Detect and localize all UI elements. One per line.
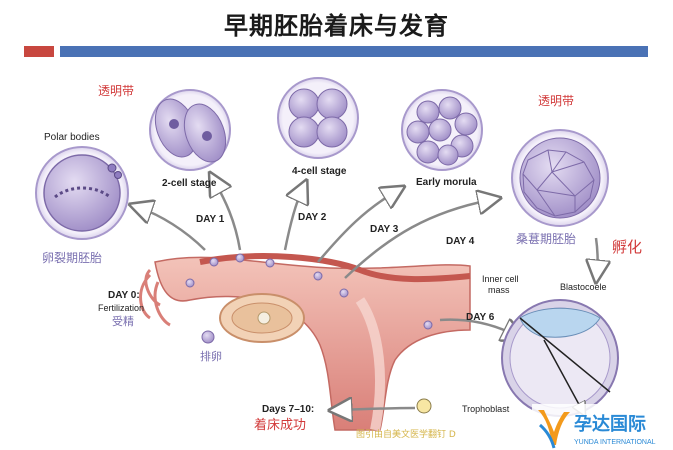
blastocoele-label: Blastocoele — [560, 282, 607, 292]
inner-cell-mass-label-2: mass — [488, 285, 510, 295]
header-accent-red — [24, 46, 54, 57]
fertilization-label: Fertilization — [98, 303, 144, 313]
zona-label-right: 透明带 — [538, 94, 574, 108]
trophoblast-label: Trophoblast — [462, 404, 510, 414]
day1-label: DAY 1 — [196, 214, 225, 225]
day4-label: DAY 4 — [446, 236, 475, 247]
blastocyst — [501, 299, 619, 416]
inner-cell-mass-label-1: Inner cell — [482, 274, 519, 284]
diagram-labels: 透明带 Polar bodies 卵裂期胚胎 2-cell stage 4-ce… — [42, 84, 642, 440]
early-morula — [401, 89, 483, 171]
cleavage-stage-label: 卵裂期胚胎 — [42, 251, 102, 265]
morula-embryo — [511, 129, 609, 227]
uterus-illustration — [139, 253, 471, 431]
ovulated-egg — [201, 330, 215, 344]
hatching-label: 孵化 — [612, 238, 642, 256]
two-cell-label: 2-cell stage — [162, 178, 217, 189]
day6-label: DAY 6 — [466, 312, 495, 323]
day2-label: DAY 2 — [298, 212, 327, 223]
implanted-embryo — [416, 398, 432, 414]
fertilization-cn-label: 受精 — [112, 315, 134, 328]
day0-label: DAY 0: — [108, 290, 140, 301]
header-accent-blue — [60, 46, 648, 57]
logo-subtitle: YUNDA INTERNATIONAL — [574, 439, 656, 446]
four-cell-embryo — [277, 77, 359, 159]
ovulation-label: 排卵 — [200, 349, 222, 363]
stage-arrows — [140, 182, 598, 410]
early-morula-label: Early morula — [416, 177, 477, 188]
zona-label-left: 透明带 — [98, 84, 134, 98]
yunda-logo: 孕达国际 YUNDA INTERNATIONAL — [532, 404, 673, 450]
logo-mark-icon — [538, 410, 570, 445]
four-cell-label: 4-cell stage — [292, 166, 347, 177]
watermark-text: 图引由自美文医学翻钉 D — [356, 428, 456, 440]
two-cell-embryo — [149, 89, 231, 171]
morula-stage-label: 桑葚期胚胎 — [516, 232, 576, 246]
page-title: 早期胚胎着床与发育 — [224, 12, 449, 40]
day3-label: DAY 3 — [370, 224, 399, 235]
implantation-cn-label: 着床成功 — [254, 417, 306, 433]
zygote-cell — [35, 146, 129, 240]
logo-name: 孕达国际 — [574, 413, 646, 435]
polar-bodies-label: Polar bodies — [44, 132, 100, 143]
day7-10-label: Days 7–10: — [262, 404, 314, 415]
